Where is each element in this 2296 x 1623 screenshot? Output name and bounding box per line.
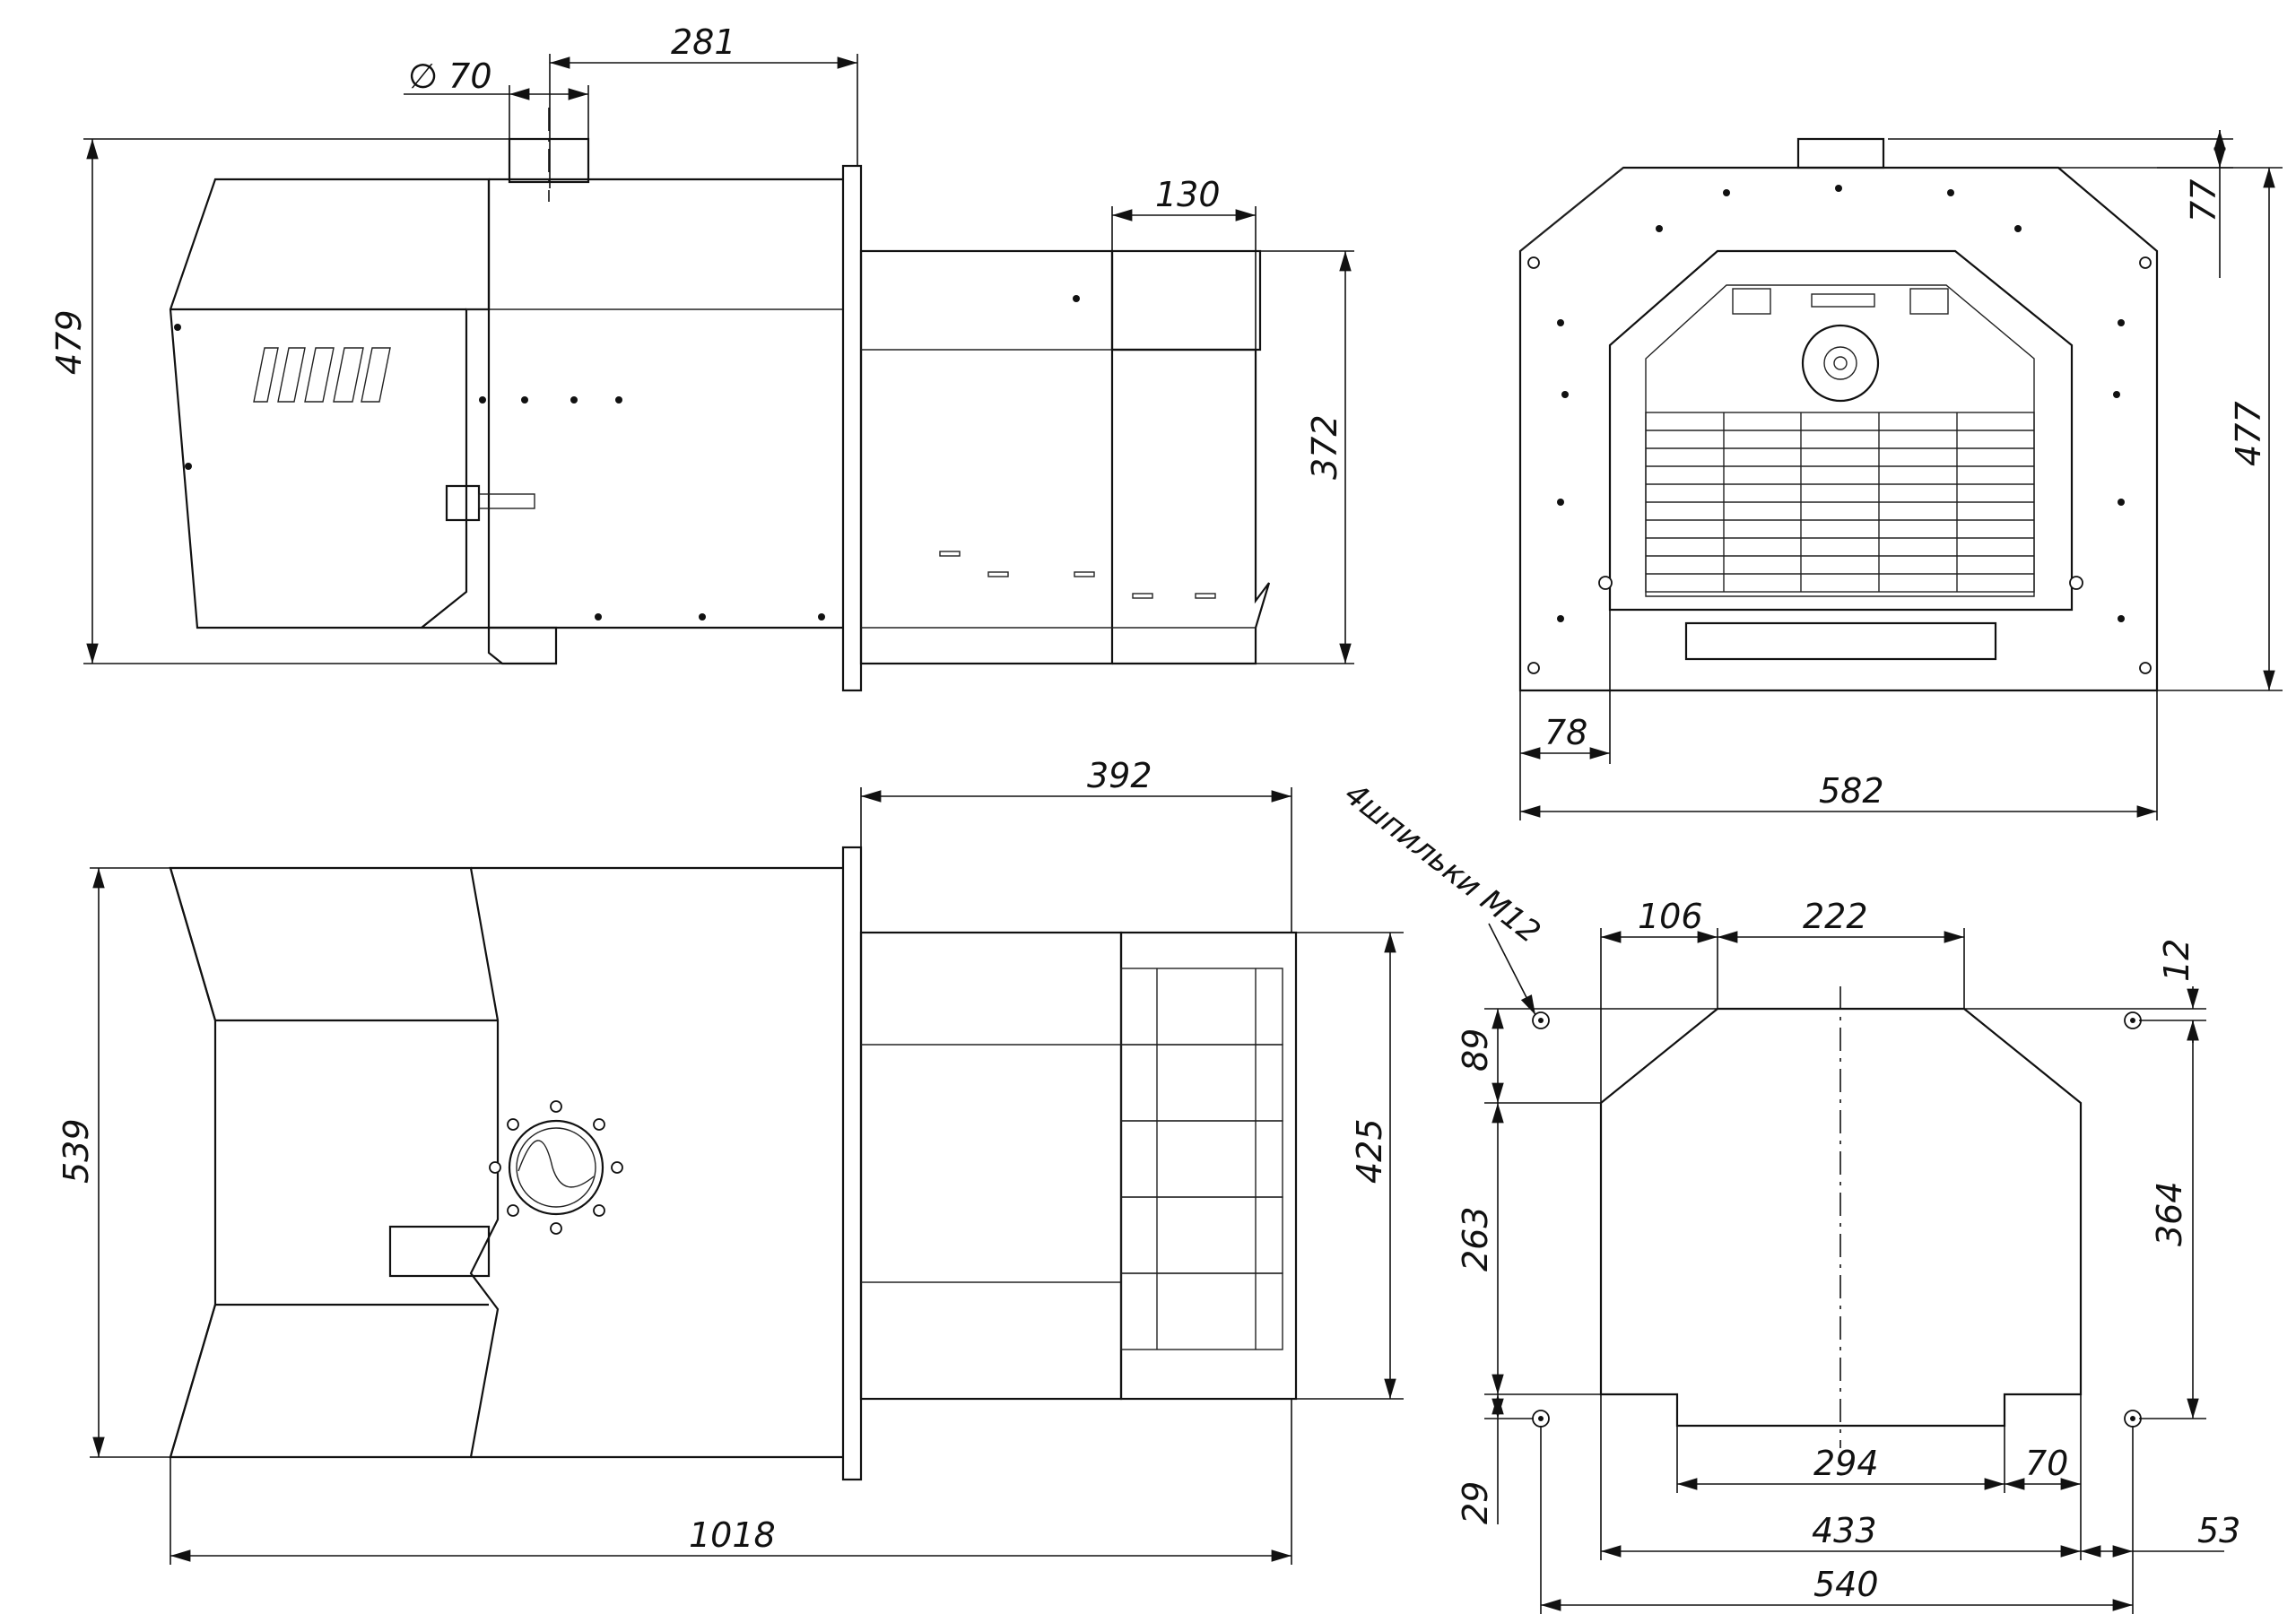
dim-tube-height: 372 bbox=[1305, 414, 1344, 480]
dim-top-step: 77 bbox=[2184, 179, 2223, 222]
dim-side-height: 263 bbox=[1456, 1206, 1495, 1271]
dim-total-length: 1018 bbox=[689, 1515, 776, 1555]
dim-upper-chamfer: 89 bbox=[1456, 1028, 1495, 1072]
bolt-note: 4шпильки М12 bbox=[1337, 777, 1546, 951]
grate-sections bbox=[1120, 968, 1283, 1350]
dim-left-offset: 106 bbox=[1638, 897, 1703, 936]
bolt-holes bbox=[1532, 1011, 2142, 1428]
grate-grid bbox=[1645, 412, 2035, 593]
fastener-dots bbox=[174, 295, 1080, 621]
dim-tube-length: 392 bbox=[1087, 756, 1152, 795]
dim-tube-step: 130 bbox=[1155, 175, 1221, 214]
side-view: 281 ∅ 70 479 130 372 bbox=[49, 22, 1354, 692]
manufacturer-logo bbox=[253, 347, 391, 403]
dim-top-width: 281 bbox=[671, 22, 736, 62]
dim-cutout-width: 294 bbox=[1813, 1444, 1879, 1483]
dim-diameter: ∅ 70 bbox=[408, 56, 492, 96]
mounting-plate-view: 4шпильки М12 106 222 12 364 89 263 29 bbox=[1337, 777, 2240, 1614]
dim-bottom-offset: 29 bbox=[1456, 1481, 1495, 1524]
mounting-holes-front bbox=[1527, 185, 2152, 674]
dim-side-offset: 78 bbox=[1544, 713, 1587, 752]
dim-front-height: 477 bbox=[2229, 401, 2268, 466]
dim-front-width: 582 bbox=[1819, 771, 1884, 811]
dim-top-width-plate: 222 bbox=[1803, 897, 1868, 936]
dim-height: 479 bbox=[49, 309, 89, 375]
dim-top-gap: 12 bbox=[2157, 939, 2196, 982]
dim-cutout-offset: 70 bbox=[2025, 1444, 2068, 1483]
dim-right-offset: 53 bbox=[2197, 1511, 2240, 1550]
dim-tube-width: 425 bbox=[1350, 1118, 1389, 1184]
port-bolts bbox=[489, 1100, 623, 1235]
front-view: 77 477 78 582 bbox=[1518, 130, 2283, 820]
dim-opening-width: 433 bbox=[1812, 1511, 1877, 1550]
top-view: 392 539 425 1018 bbox=[57, 756, 1404, 1565]
dim-bolt-spacing-v: 364 bbox=[2150, 1181, 2189, 1246]
dim-bolt-spacing-h: 540 bbox=[1813, 1565, 1879, 1604]
air-slots bbox=[939, 551, 1216, 599]
dim-top-height: 539 bbox=[57, 1118, 96, 1184]
